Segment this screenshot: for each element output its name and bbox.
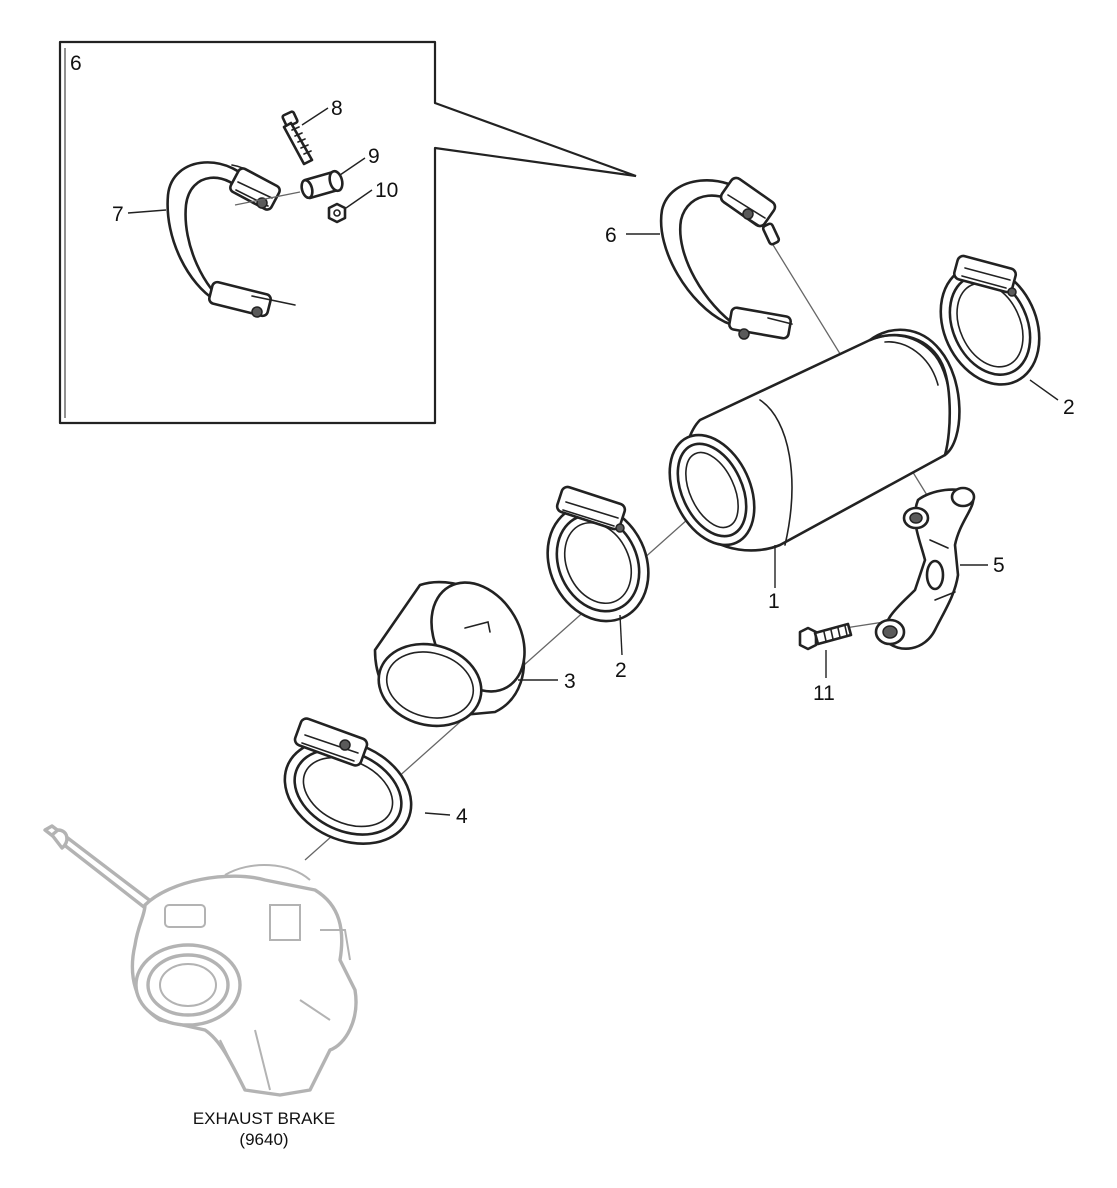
inset-nut <box>327 202 347 224</box>
inset-sleeve <box>300 169 344 200</box>
inset-detail-box <box>58 40 637 425</box>
leader-lines <box>127 107 1059 816</box>
hex-bolt <box>798 622 853 651</box>
caption-line-1: EXHAUST BRAKE <box>193 1109 335 1128</box>
inset-bolt <box>281 110 314 166</box>
callout-labels: 1 2 2 3 4 5 6 6 7 8 9 10 11 <box>70 52 1075 828</box>
callout-1: 1 <box>768 590 780 613</box>
catalytic-converter <box>668 328 961 552</box>
callout-3: 3 <box>564 670 576 693</box>
v-band-clamp-middle <box>546 485 650 623</box>
inset-strap-clamp <box>166 161 301 318</box>
reference-caption: EXHAUST BRAKE (9640) <box>193 1109 335 1149</box>
caption-line-2: (9640) <box>239 1130 288 1149</box>
callout-5: 5 <box>993 554 1005 577</box>
mounting-bracket <box>874 486 976 650</box>
callout-9: 9 <box>368 145 380 168</box>
callout-10: 10 <box>375 179 398 202</box>
strap-clamp-main <box>659 176 793 340</box>
adapter-pipe <box>373 580 526 728</box>
callout-7: 7 <box>112 203 124 226</box>
callout-6-inset: 6 <box>70 52 82 75</box>
callout-11: 11 <box>813 682 835 705</box>
callout-2-middle: 2 <box>615 659 627 682</box>
callout-8: 8 <box>331 97 343 120</box>
v-band-clamp-upper <box>939 254 1041 386</box>
callout-4: 4 <box>456 805 468 828</box>
v-band-clamp-lower <box>283 717 413 845</box>
callout-6: 6 <box>605 224 617 247</box>
callout-2-upper: 2 <box>1063 396 1075 419</box>
exhaust-brake-reference <box>43 824 358 1097</box>
